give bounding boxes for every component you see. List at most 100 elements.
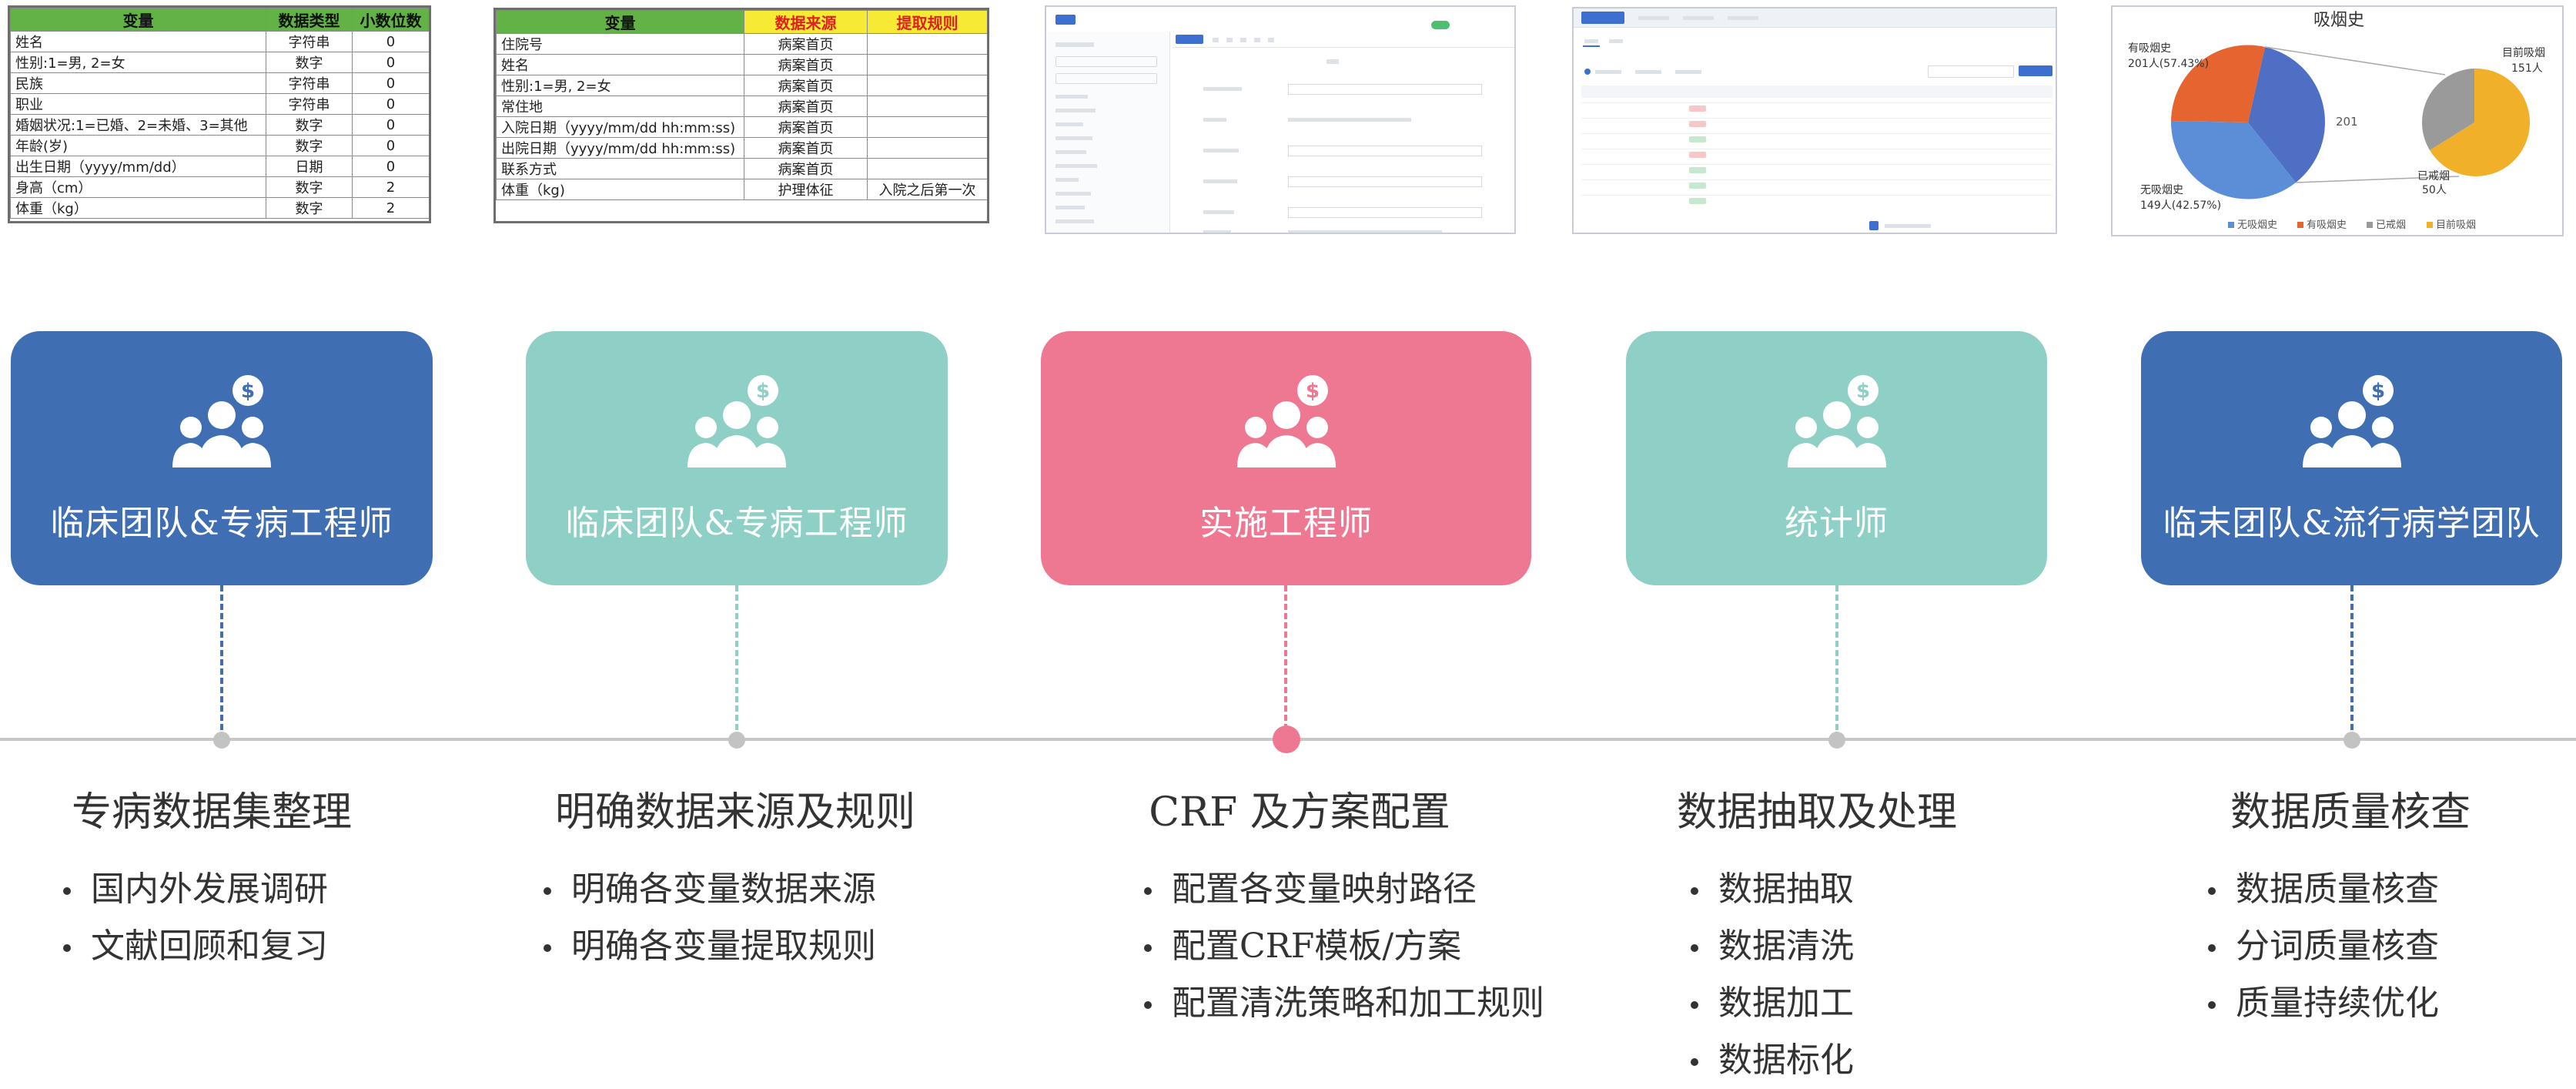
table-row: 联系方式病案首页 — [496, 158, 987, 179]
role-label: 临末团队&流行病学团队 — [2163, 504, 2541, 543]
table-cell: 病案首页 — [744, 95, 868, 117]
table2-header: 数据来源 — [744, 10, 868, 34]
table-cell — [867, 54, 987, 75]
label-quit: 已戒烟 — [2417, 170, 2450, 183]
team-money-icon: $ — [2302, 375, 2401, 467]
table-cell: 0 — [352, 52, 429, 73]
table-cell: 病案首页 — [744, 158, 868, 179]
table2-header: 提取规则 — [867, 10, 987, 34]
pie-slice-has-history — [2248, 47, 2325, 183]
table-row: 出院日期（yyyy/mm/dd hh:mm:ss)病案首页 — [496, 137, 987, 159]
table-cell — [867, 33, 987, 55]
table-cell: 体重（kg） — [10, 197, 266, 219]
role-label: 统计师 — [1785, 504, 1889, 543]
table-cell: 体重（kg) — [496, 179, 744, 200]
table-cell: 0 — [352, 31, 429, 52]
pie-slice-has-history-2 — [2171, 45, 2265, 122]
legend-item: 无吸烟史 — [2237, 219, 2277, 231]
table-cell: 出生日期（yyyy/mm/dd） — [10, 156, 266, 177]
connector-line — [1835, 585, 1838, 739]
table-cell: 数字 — [266, 52, 353, 73]
label-quit-value: 50人 — [2422, 184, 2447, 196]
table-cell: 数字 — [266, 176, 353, 198]
list-item: 分词质量核查 — [2203, 918, 2439, 975]
list-item: 数据清洗 — [1686, 918, 1854, 975]
stage-bullet-list: 明确各变量数据来源 明确各变量提取规则 — [539, 861, 876, 975]
connector-line — [1284, 585, 1287, 739]
legend-item: 目前吸烟 — [2436, 219, 2476, 231]
table-row: 入院日期（yyyy/mm/dd hh:mm:ss)病案首页 — [496, 116, 987, 138]
table-cell: 职业 — [10, 93, 266, 115]
label-current-value: 151人 — [2511, 62, 2543, 75]
stage-title: CRF 及方案配置 — [1149, 789, 1450, 836]
timeline-node — [728, 732, 745, 749]
timeline-node — [2343, 732, 2360, 749]
table-cell: 入院日期（yyyy/mm/dd hh:mm:ss) — [496, 116, 744, 138]
table-cell: 性别:1=男, 2=女 — [496, 75, 744, 96]
svg-text:$: $ — [1305, 380, 1319, 403]
list-item: 数据抽取 — [1686, 861, 1854, 918]
table-cell — [867, 116, 987, 138]
table-cell: 身高（cm） — [10, 176, 266, 198]
role-label: 实施工程师 — [1199, 504, 1373, 543]
table-cell: 0 — [352, 156, 429, 177]
table-cell: 病案首页 — [744, 75, 868, 96]
table1-header: 变量 — [10, 8, 266, 32]
role-card-clinical-team-2: $ 临床团队&专病工程师 — [526, 331, 948, 585]
table-cell: 字符串 — [266, 72, 353, 94]
svg-text:$: $ — [241, 380, 255, 403]
list-item: 数据质量核查 — [2203, 861, 2439, 918]
crf-form-screenshot-thumbnail — [1045, 5, 1516, 234]
table-row: 姓名病案首页 — [496, 54, 987, 75]
role-label: 临床团队&专病工程师 — [565, 504, 908, 543]
table1-header: 小数位数 — [352, 8, 429, 32]
stage-title: 数据质量核查 — [2230, 789, 2471, 836]
table-cell: 0 — [352, 72, 429, 94]
team-money-icon: $ — [1787, 375, 1886, 467]
table-cell: 病案首页 — [744, 116, 868, 138]
data-list-screenshot-thumbnail — [1572, 7, 2057, 234]
list-item: 明确各变量数据来源 — [539, 861, 876, 918]
list-item: 文献回顾和复习 — [59, 918, 328, 975]
stage-title: 专病数据集整理 — [71, 789, 353, 836]
sub-pie-quit — [2422, 69, 2474, 150]
team-money-icon: $ — [1236, 375, 1336, 467]
connector-line — [2350, 585, 2354, 739]
toggle-switch — [1431, 21, 1450, 29]
table-row: 住院号病案首页 — [496, 33, 987, 55]
table-cell — [867, 75, 987, 96]
label-has-history-value: 201人(57.43%) — [2128, 58, 2209, 70]
tree-search-box — [1055, 56, 1157, 67]
timeline-node-active — [1273, 725, 1300, 753]
list-search-input — [1928, 65, 2014, 78]
svg-text:$: $ — [2370, 380, 2384, 403]
connector-line — [735, 585, 738, 739]
form-toolbar — [1173, 21, 1514, 48]
table-cell: 病案首页 — [744, 33, 868, 55]
team-money-icon: $ — [687, 375, 786, 467]
tab-bar — [1574, 8, 2056, 28]
table-cell: 数字 — [266, 135, 353, 156]
stage-bullet-list: 数据抽取 数据清洗 数据加工 数据标化 — [1686, 861, 1854, 1089]
table-cell: 联系方式 — [496, 158, 744, 179]
legend-item: 有吸烟史 — [2307, 219, 2347, 231]
table-cell: 性别:1=男, 2=女 — [10, 52, 266, 73]
stage-title: 数据抽取及处理 — [1676, 789, 1958, 836]
table-cell: 出院日期（yyyy/mm/dd hh:mm:ss) — [496, 137, 744, 159]
table-cell: 姓名 — [10, 31, 266, 52]
table-cell: 病案首页 — [744, 54, 868, 75]
svg-text:$: $ — [1855, 380, 1869, 403]
table-cell: 入院之后第一次 — [867, 179, 987, 200]
table-cell: 日期 — [266, 156, 353, 177]
stage-title: 明确数据来源及规则 — [554, 789, 916, 836]
list-item: 配置清洗策略和加工规则 — [1139, 975, 1544, 1032]
list-item: 质量持续优化 — [2203, 975, 2439, 1032]
role-card-statistician: $ 统计师 — [1626, 331, 2047, 585]
table-cell: 民族 — [10, 72, 266, 94]
table-cell: 0 — [352, 93, 429, 115]
role-card-epidemiology-team: $ 临末团队&流行病学团队 — [2141, 331, 2562, 585]
label-none-value: 149人(42.57%) — [2140, 199, 2221, 212]
